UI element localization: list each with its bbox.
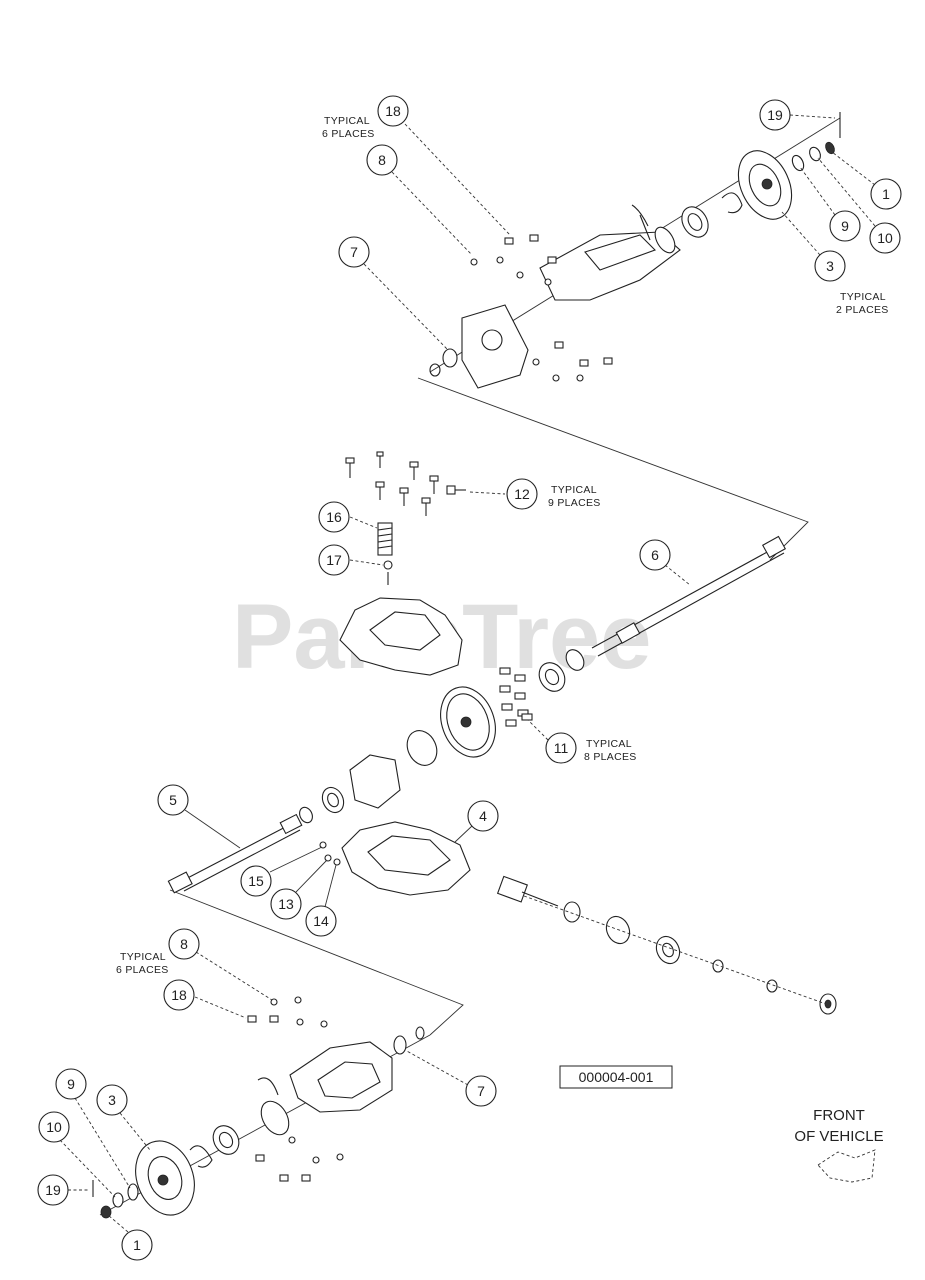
callout-6-label: 6 <box>651 547 659 563</box>
callout-7-top <box>338 236 370 268</box>
callout-14-label: 14 <box>313 913 329 929</box>
diagram-code: 000004-001 <box>579 1069 654 1085</box>
callout-5-label: 5 <box>169 792 177 808</box>
callout-19-bottom <box>37 1174 69 1206</box>
note-typical-6-places-bottom-a: TYPICAL <box>120 951 166 963</box>
note-typical-6-places-top-a: TYPICAL <box>324 115 370 127</box>
callout-19-top <box>759 99 791 131</box>
callout-3-bottom-label: 3 <box>108 1092 116 1108</box>
callout-10-top-label: 10 <box>877 230 893 246</box>
note-typical-6-places-bottom-b: 6 PLACES <box>116 964 169 976</box>
bottom-bolts <box>247 996 344 1182</box>
callout-9-bottom-label: 9 <box>67 1076 75 1092</box>
note-typical-2-places-b: 2 PLACES <box>836 304 889 316</box>
callout-17-label: 17 <box>326 552 342 568</box>
differential-assembly <box>167 451 837 1015</box>
callout-16-label: 16 <box>326 509 342 525</box>
callout-19-top-label: 19 <box>767 107 783 123</box>
callout-8-top-label: 8 <box>378 152 386 168</box>
callout-10-top <box>869 222 901 254</box>
callout-3-top-label: 3 <box>826 258 834 274</box>
callout-8-bottom-label: 8 <box>180 936 188 952</box>
callout-19-bottom-label: 19 <box>45 1182 61 1198</box>
callout-1-bottom <box>121 1229 153 1261</box>
top-cover-bolts <box>345 451 466 516</box>
note-typical-9-places-a: TYPICAL <box>551 484 597 496</box>
diagram-code-box: 000004-001 <box>559 1065 673 1089</box>
top-connector-line <box>417 377 809 561</box>
callout-8-bottom <box>168 928 200 960</box>
callout-4 <box>467 800 499 832</box>
callout-11-label: 11 <box>554 740 569 756</box>
callout-14 <box>305 905 337 937</box>
ring-gear-bolts <box>499 667 533 727</box>
callout-18-top <box>377 95 409 127</box>
bottom-axle-assembly <box>92 996 431 1219</box>
callout-1-bottom-label: 1 <box>133 1237 141 1253</box>
note-typical-8-places-a: TYPICAL <box>586 738 632 750</box>
callout-7-bottom <box>465 1075 497 1107</box>
callout-1-top <box>870 178 902 210</box>
callout-13-label: 13 <box>278 896 294 912</box>
callout-6 <box>639 539 671 571</box>
callouts: 18 8 7 19 1 9 10 3 12 16 <box>37 95 902 1261</box>
callout-12-label: 12 <box>514 486 530 502</box>
callout-9-top <box>829 210 861 242</box>
front-direction-arrow-icon <box>817 1149 876 1183</box>
top-bolts <box>470 234 613 382</box>
callout-15 <box>240 865 272 897</box>
callout-1-top-label: 1 <box>882 186 890 202</box>
callout-7-top-label: 7 <box>350 244 358 260</box>
callout-10-bottom-label: 10 <box>46 1119 62 1135</box>
callout-16 <box>318 501 350 533</box>
callout-18-bottom-label: 18 <box>171 987 187 1003</box>
callout-3-bottom <box>96 1084 128 1116</box>
note-typical-6-places-top-b: 6 PLACES <box>322 128 375 140</box>
callout-11 <box>545 732 577 764</box>
callout-18-top-label: 18 <box>385 103 401 119</box>
callout-8-top <box>366 144 398 176</box>
note-typical-9-places-b: 9 PLACES <box>548 497 601 509</box>
callout-9-bottom <box>55 1068 87 1100</box>
callout-15-label: 15 <box>248 873 264 889</box>
notes: TYPICAL 6 PLACES TYPICAL 2 PLACES TYPICA… <box>116 115 889 976</box>
callout-9-top-label: 9 <box>841 218 849 234</box>
callout-3-top <box>814 250 846 282</box>
note-typical-2-places-a: TYPICAL <box>840 291 886 303</box>
callout-7-bottom-label: 7 <box>477 1083 485 1099</box>
note-typical-8-places-b: 8 PLACES <box>584 751 637 763</box>
bottom-connector-line <box>169 889 464 1036</box>
callout-10-bottom <box>38 1111 70 1143</box>
callout-12 <box>506 478 538 510</box>
callout-13 <box>270 888 302 920</box>
front-of-vehicle-indicator: FRONT OF VEHICLE <box>794 1107 884 1183</box>
top-axle-assembly <box>429 112 841 389</box>
front-label-line2: OF VEHICLE <box>794 1128 883 1145</box>
callout-17 <box>318 544 350 576</box>
front-label-line1: FRONT <box>813 1107 865 1124</box>
callout-4-label: 4 <box>479 808 487 824</box>
callout-18-bottom <box>163 979 195 1011</box>
callout-5 <box>157 784 189 816</box>
spring <box>377 522 393 556</box>
